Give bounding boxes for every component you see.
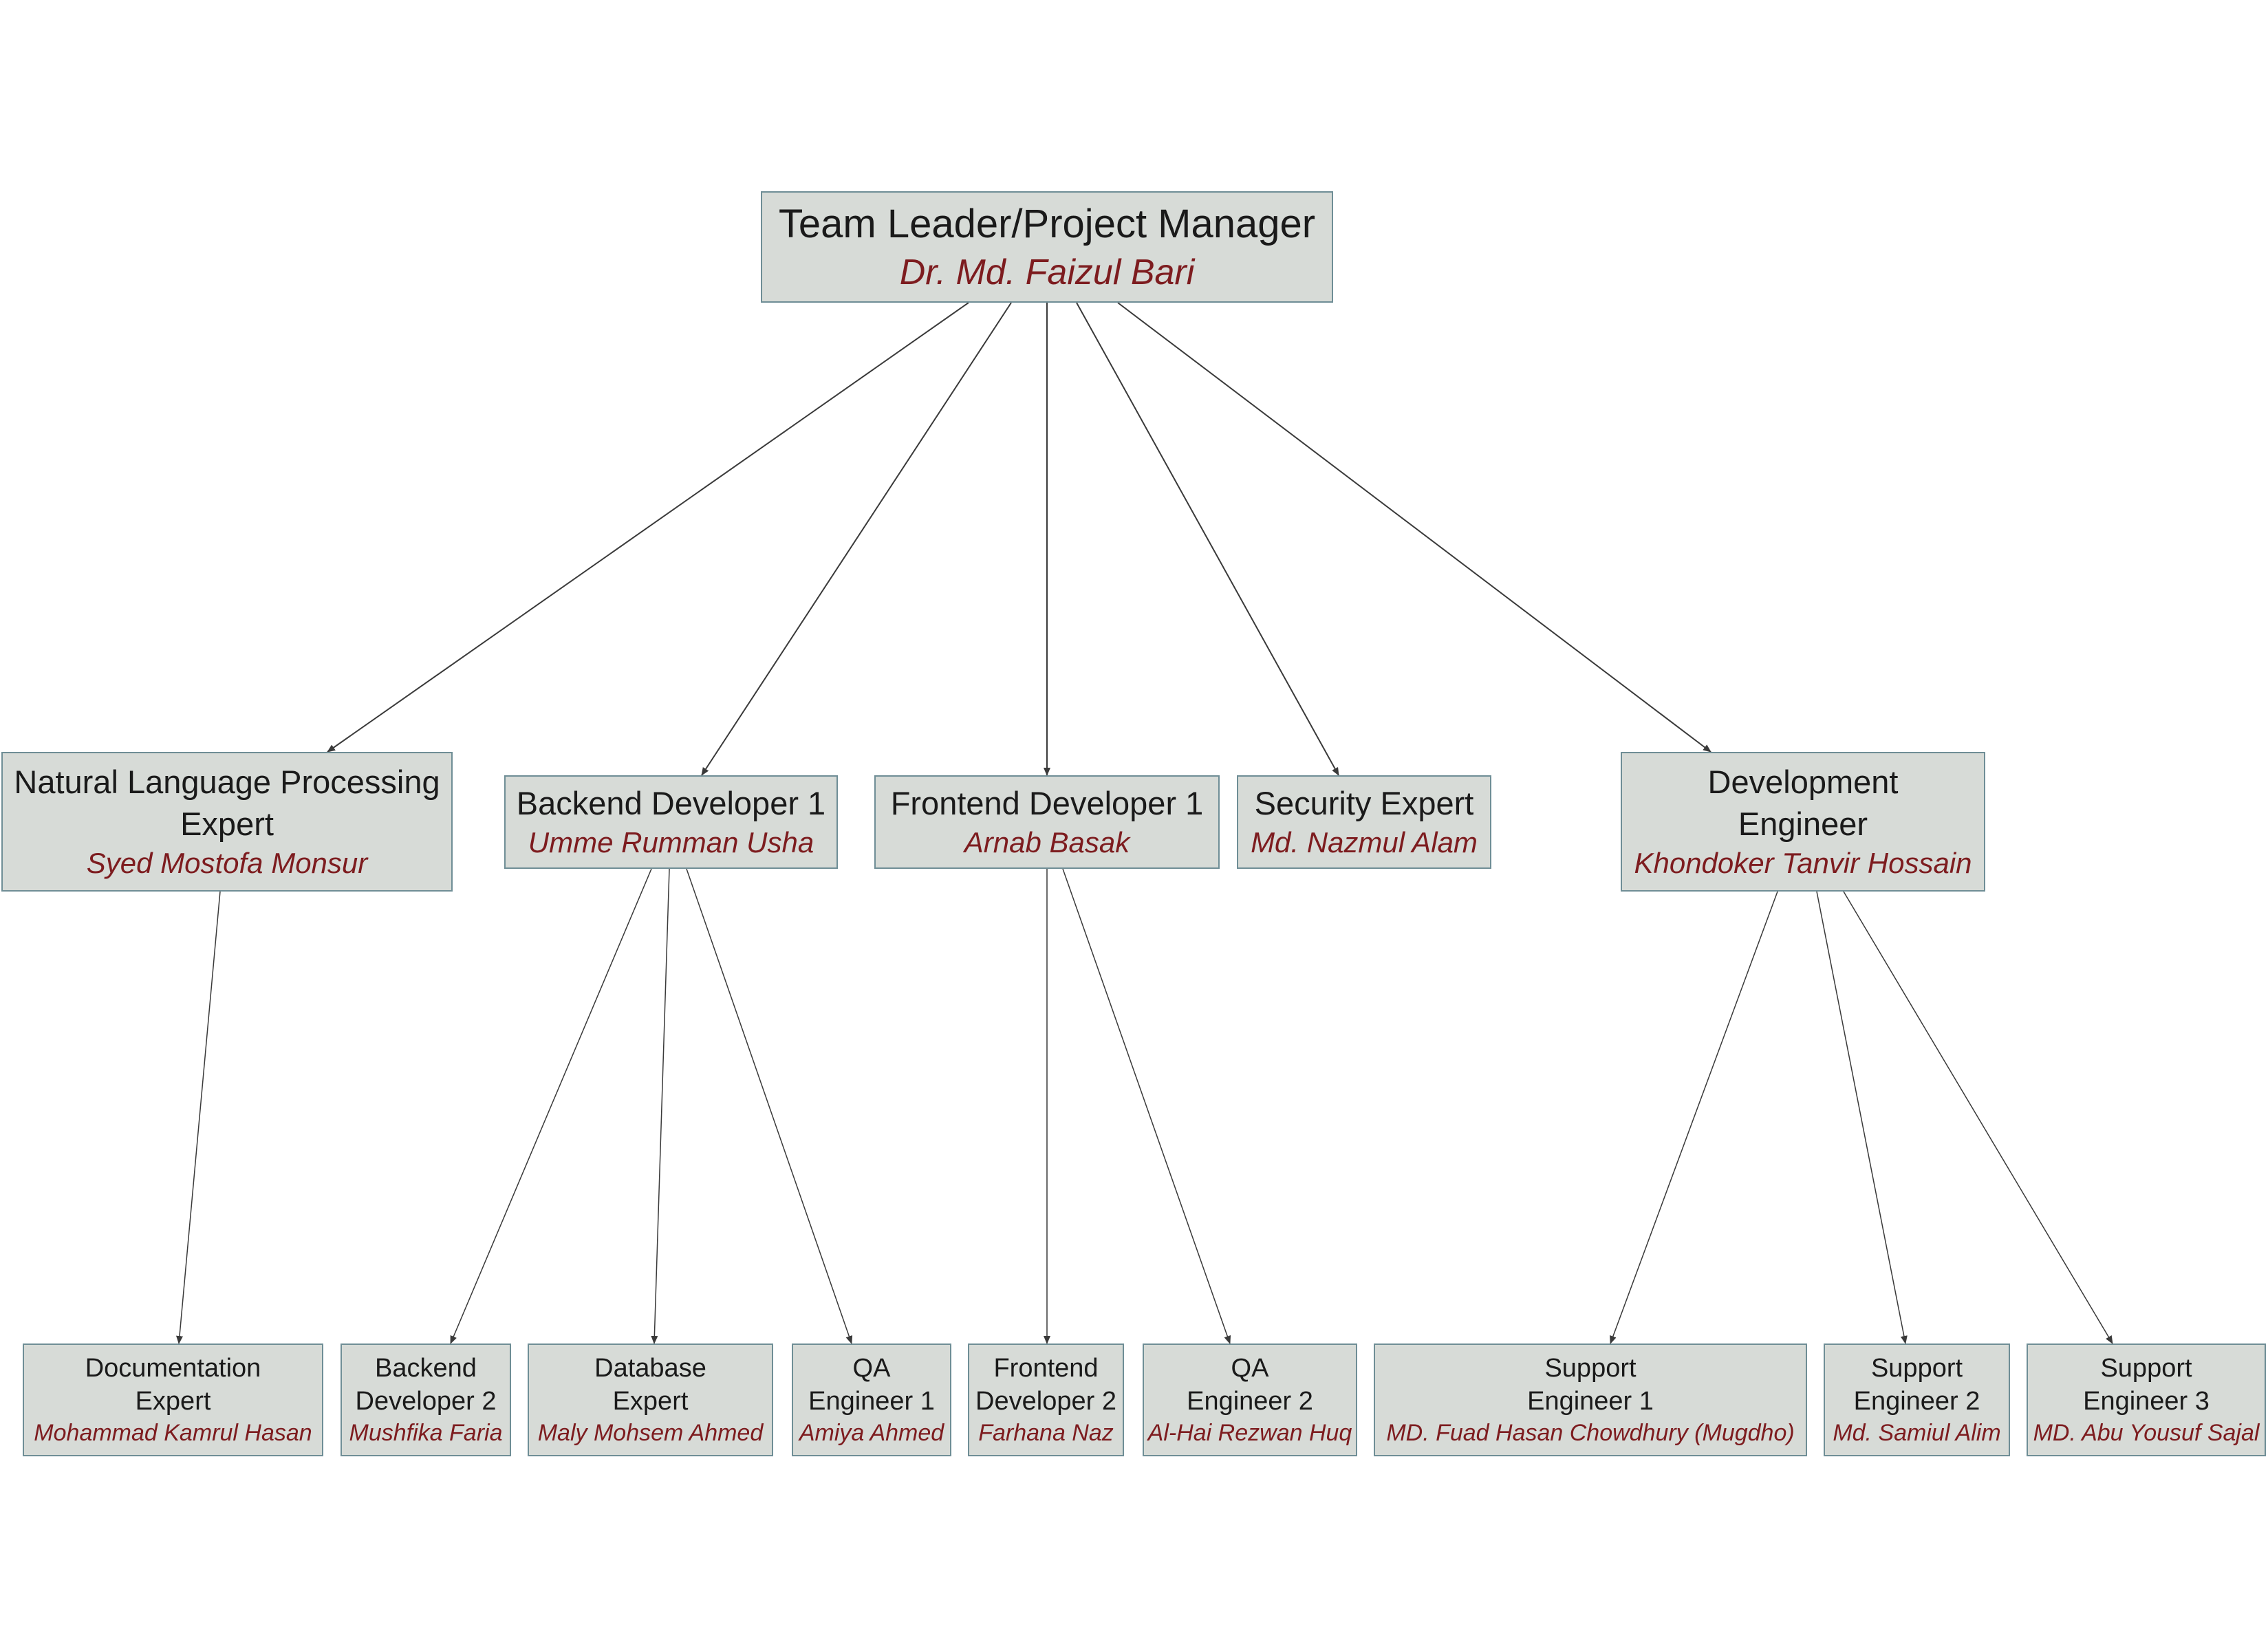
org-node-qa2: QA Engineer 2 Al-Hai Rezwan Huq <box>1143 1344 1357 1456</box>
node-role-label: Frontend <box>993 1353 1099 1383</box>
node-role-label: Support <box>1544 1353 1637 1383</box>
connector-pm-to-nlp <box>327 302 969 753</box>
node-role-label: Developer 2 <box>355 1387 497 1416</box>
node-person-name: Mohammad Kamrul Hasan <box>34 1419 312 1446</box>
node-person-name: Md. Samiul Alim <box>1833 1419 2001 1446</box>
node-role-label: Natural Language Processing <box>14 764 440 801</box>
connector-be1-to-db <box>651 868 670 1344</box>
connector-dev-to-se2 <box>1816 891 1908 1344</box>
node-role-label: Engineer 3 <box>2083 1387 2210 1416</box>
node-person-name: Syed Mostofa Monsur <box>86 846 368 879</box>
node-role-label: Engineer 1 <box>808 1387 935 1416</box>
node-role-label: Engineer 1 <box>1527 1387 1654 1416</box>
node-role-label: Support <box>1870 1353 1963 1383</box>
connector-be1-to-be2 <box>450 868 652 1344</box>
node-role-label: Support <box>2100 1353 2192 1383</box>
connector-pm-to-be1 <box>701 302 1012 776</box>
node-person-name: Farhana Naz <box>978 1419 1114 1446</box>
node-role-label: Expert <box>180 805 274 842</box>
connector-pm-to-dev <box>1117 302 1711 753</box>
node-role-label: Expert <box>135 1387 211 1416</box>
node-role-label: Backend Developer 1 <box>516 785 826 822</box>
node-role-label: QA <box>1231 1353 1269 1383</box>
node-role-label: Frontend Developer 1 <box>890 785 1204 822</box>
node-role-label: Developer 2 <box>975 1387 1116 1416</box>
connector-nlp-to-doc <box>176 891 221 1344</box>
node-person-name: MD. Abu Yousuf Sajal <box>2033 1419 2260 1446</box>
org-node-be1: Backend Developer 1 Umme Rumman Usha <box>504 775 838 869</box>
node-person-name: Umme Rumman Usha <box>528 826 814 859</box>
connector-fe1-to-qa2 <box>1062 868 1231 1344</box>
node-person-name: Al-Hai Rezwan Huq <box>1147 1419 1352 1446</box>
node-person-name: Amiya Ahmed <box>799 1419 944 1446</box>
node-role-label: Engineer 2 <box>1187 1387 1313 1416</box>
node-person-name: Md. Nazmul Alam <box>1251 826 1478 859</box>
connector-be1-to-qa1 <box>686 868 853 1344</box>
node-person-name: Khondoker Tanvir Hossain <box>1634 846 1972 879</box>
node-role-label: Development <box>1707 764 1899 801</box>
node-role-label: Expert <box>612 1387 689 1416</box>
connector-dev-to-se3 <box>1843 891 2113 1344</box>
node-role-label: Documentation <box>85 1353 261 1383</box>
node-person-name: Dr. Md. Faizul Bari <box>899 252 1195 292</box>
node-role-label: Backend <box>375 1353 477 1383</box>
node-role-label: Team Leader/Project Manager <box>778 201 1316 246</box>
node-role-label: Security Expert <box>1254 785 1474 822</box>
org-node-qa1: QA Engineer 1 Amiya Ahmed <box>792 1344 951 1456</box>
org-node-fe1: Frontend Developer 1 Arnab Basak <box>874 775 1220 869</box>
node-role-label: Engineer <box>1738 805 1868 842</box>
node-person-name: MD. Fuad Hasan Chowdhury (Mugdho) <box>1386 1419 1795 1446</box>
connector-dev-to-se1 <box>1610 891 1778 1344</box>
node-role-label: Engineer 2 <box>1853 1387 1980 1416</box>
node-role-label: QA <box>852 1353 891 1383</box>
connector-pm-to-sec <box>1076 302 1339 776</box>
node-person-name: Mushfika Faria <box>349 1419 503 1446</box>
node-role-label: Database <box>594 1353 706 1383</box>
node-person-name: Arnab Basak <box>964 826 1130 859</box>
node-person-name: Maly Mohsem Ahmed <box>537 1419 764 1446</box>
